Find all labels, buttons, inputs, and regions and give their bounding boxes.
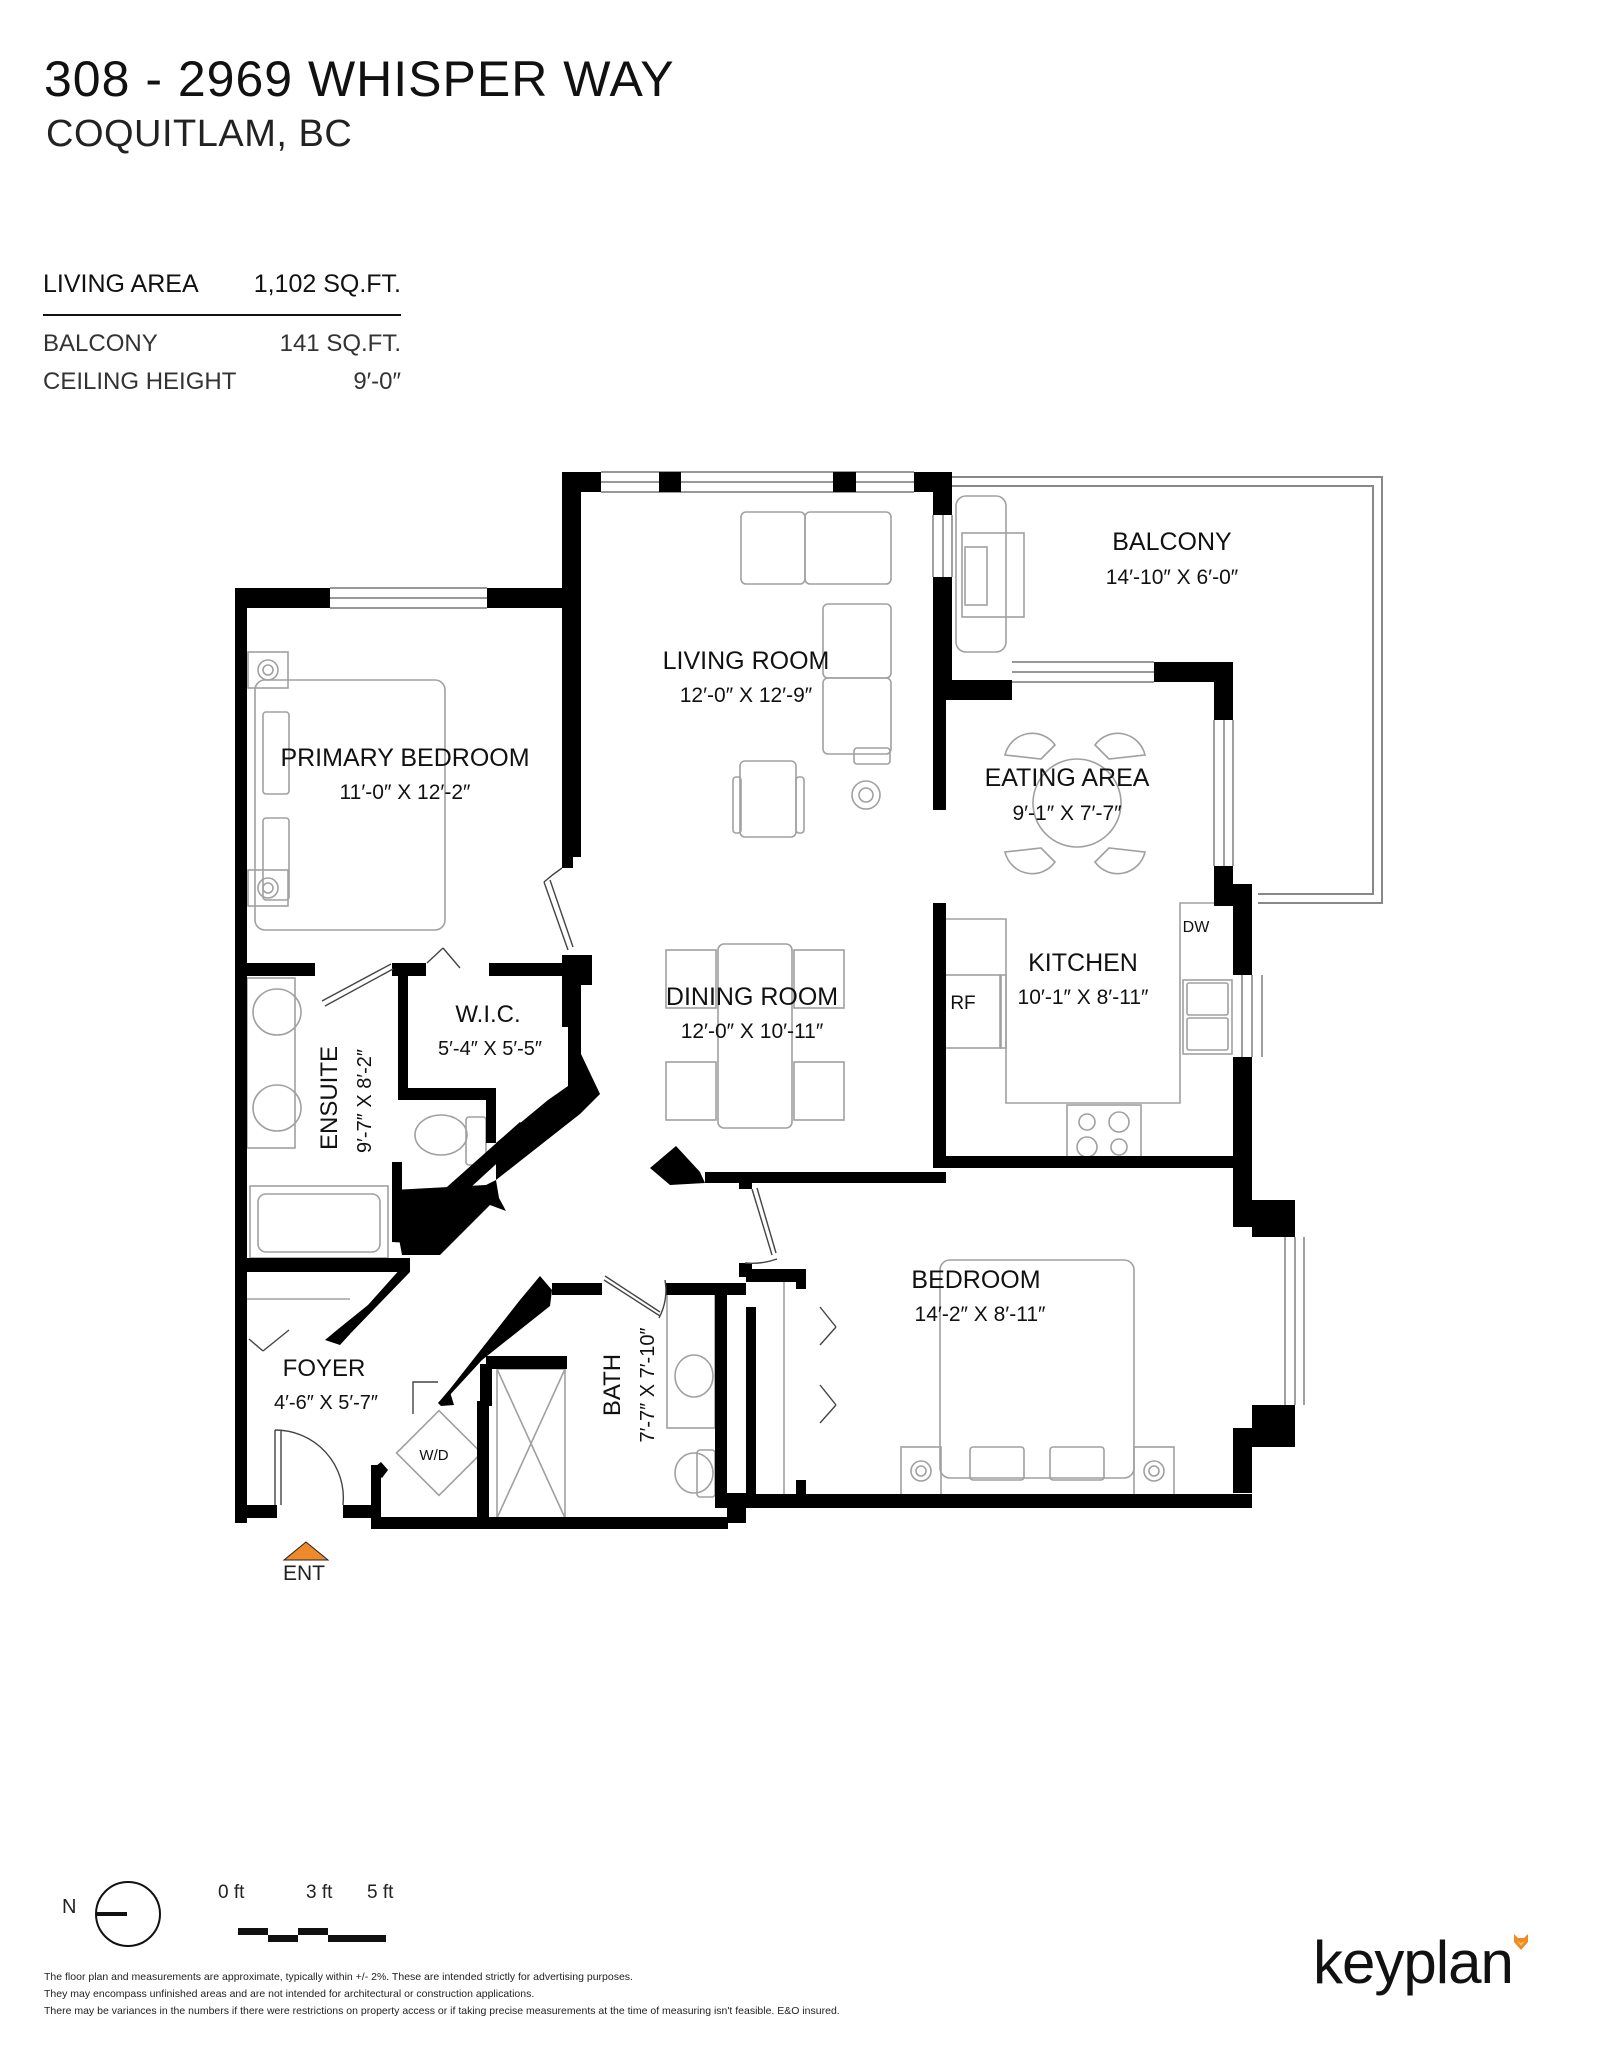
room-dims-kitchen: 10′-1″ X 8′-11″ <box>1018 986 1149 1009</box>
disclaimer-line: They may encompass unfinished areas and … <box>44 1988 535 2000</box>
area-stats-table: LIVING AREA 1,102 SQ.FT. BALCONY 141 SQ.… <box>43 270 401 406</box>
stat-ceiling-height: CEILING HEIGHT 9′-0″ <box>43 368 401 406</box>
north-compass-icon <box>95 1881 161 1947</box>
stat-label: BALCONY <box>43 330 158 357</box>
room-name-balcony: BALCONY <box>1112 528 1232 556</box>
room-name-dining-room: DINING ROOM <box>666 983 838 1011</box>
entrance-marker-icon <box>282 1541 330 1561</box>
scale-label-0: 0 ft <box>218 1882 245 1903</box>
room-name-eating-area: EATING AREA <box>985 764 1150 792</box>
room-dims-foyer: 4′-6″ X 5′-7″ <box>274 1392 378 1414</box>
north-label: N <box>62 1896 77 1918</box>
stat-living-area: LIVING AREA 1,102 SQ.FT. <box>43 270 401 316</box>
property-city: COQUITLAM, BC <box>46 113 353 155</box>
room-dims-dining-room: 12′-0″ X 10′-11″ <box>681 1020 824 1043</box>
stat-value: 141 SQ.FT. <box>279 330 401 357</box>
room-name-bath: BATH <box>599 1354 626 1416</box>
balcony-outline <box>952 476 1383 904</box>
room-dims-wic: 5′-4″ X 5′-5″ <box>438 1038 542 1060</box>
scale-label-5: 5 ft <box>367 1882 394 1903</box>
room-dims-balcony: 14′-10″ X 6′-0″ <box>1106 566 1239 589</box>
property-address-title: 308 - 2969 WHISPER WAY <box>44 51 675 107</box>
stat-value: 1,102 SQ.FT. <box>253 270 401 298</box>
room-dims-living-room: 12′-0″ X 12′-9″ <box>680 684 813 707</box>
fox-logo-icon <box>1514 1934 1528 1950</box>
entrance-label: ENT <box>283 1562 325 1585</box>
stat-label: CEILING HEIGHT <box>43 368 237 395</box>
room-dims-ensuite: 9′-7″ X 8′-2″ <box>354 1049 376 1153</box>
room-dims-primary-bedroom: 11′-0″ X 12′-2″ <box>340 781 471 804</box>
stat-balcony: BALCONY 141 SQ.FT. <box>43 330 401 368</box>
furniture <box>246 495 1240 1519</box>
room-name-ensuite: ENSUITE <box>316 1046 343 1150</box>
washer-dryer-label: W/D <box>419 1447 448 1464</box>
room-name-bedroom: BEDROOM <box>911 1266 1040 1294</box>
stat-value: 9′-0″ <box>353 368 401 395</box>
disclaimer-line: There may be variances in the numbers if… <box>44 2005 840 2017</box>
room-name-living-room: LIVING ROOM <box>663 647 830 675</box>
walls <box>235 472 1295 1529</box>
room-name-kitchen: KITCHEN <box>1028 949 1138 977</box>
disclaimer-line: The floor plan and measurements are appr… <box>44 1971 633 1983</box>
keyplan-logo: keyplan <box>1313 1929 1514 1996</box>
room-dims-eating-area: 9′-1″ X 7′-7″ <box>1012 802 1122 825</box>
refrigerator-label: RF <box>950 993 975 1014</box>
scale-label-3: 3 ft <box>306 1882 333 1903</box>
stat-label: LIVING AREA <box>43 270 199 298</box>
room-name-primary-bedroom: PRIMARY BEDROOM <box>280 744 529 772</box>
dishwasher-label: DW <box>1183 919 1211 936</box>
disclaimer-footnote: The floor plan and measurements are appr… <box>44 1969 840 2020</box>
room-name-foyer: FOYER <box>283 1355 366 1382</box>
scale-bar-icon <box>238 1928 386 1942</box>
room-dims-bath: 7′-7″ X 7′-10″ <box>637 1327 659 1442</box>
room-dims-bedroom: 14′-2″ X 8′-11″ <box>915 1303 1046 1326</box>
room-labels: BALCONY 14′-10″ X 6′-0″ LIVING ROOM 12′-… <box>274 528 1239 1464</box>
room-name-wic: W.I.C. <box>455 1001 520 1028</box>
doors <box>248 867 837 1506</box>
windows <box>330 471 1305 1405</box>
